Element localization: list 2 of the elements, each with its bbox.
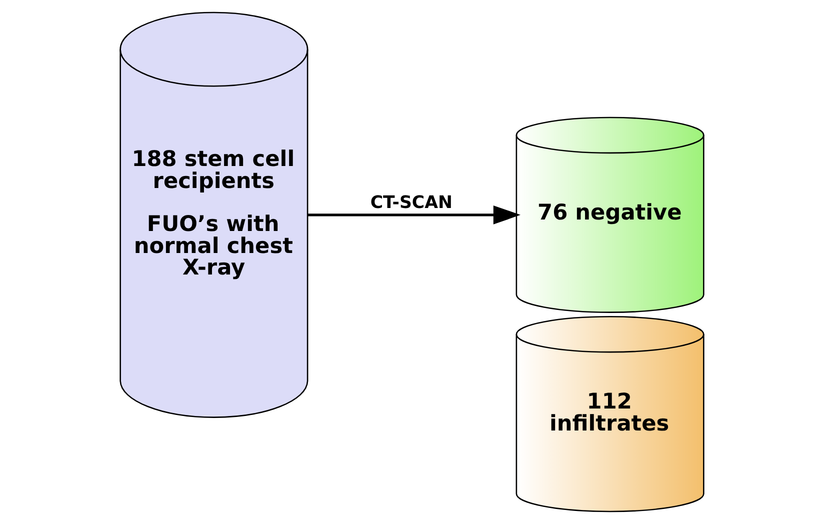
arrow xyxy=(308,205,520,224)
edge-label: CT-SCAN xyxy=(370,193,452,214)
